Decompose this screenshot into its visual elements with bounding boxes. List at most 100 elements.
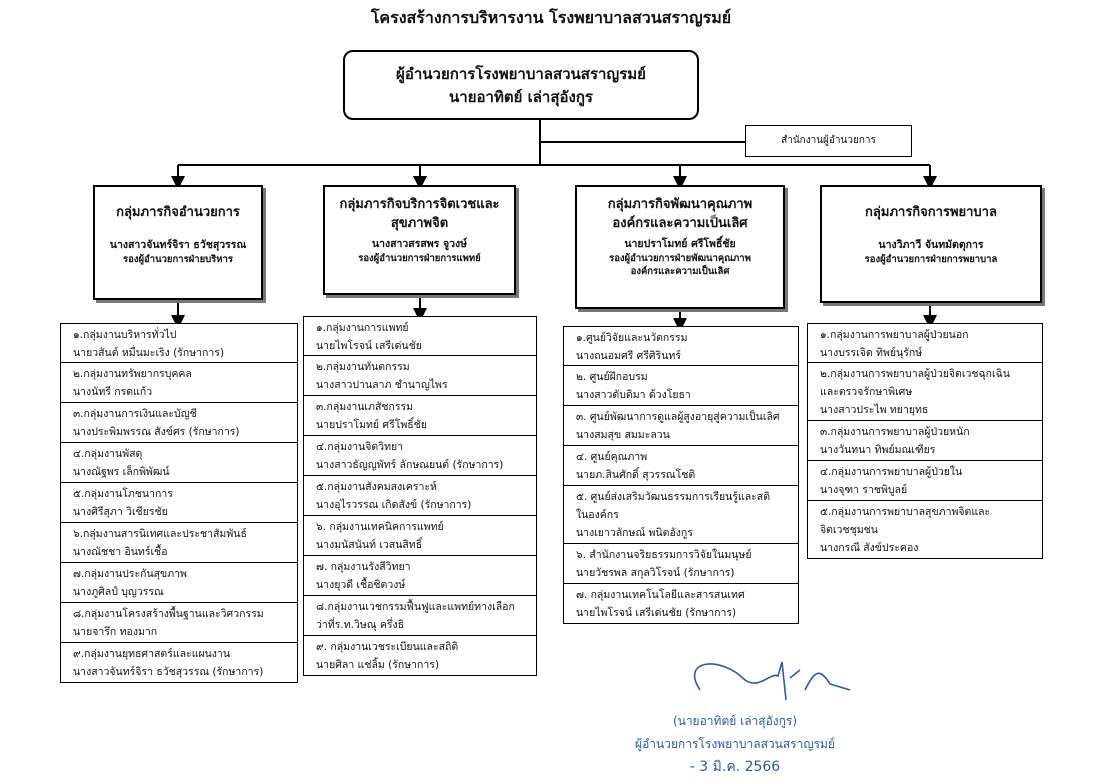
unit-item: ๙. กลุ่มงานเวชระเบียนและสถิตินายศิลา แช่… (303, 636, 537, 676)
unit-item: ๖. สำนักงานจริยธรรมการวิจัยในมนุษย์นายวั… (563, 544, 799, 584)
unit-name: ๘.กลุ่มงานเวชกรรมฟื้นฟูและแพทย์ทางเลือก (316, 601, 515, 613)
unit-name: ๒.กลุ่มงานทรัพยากรบุคคล (73, 368, 192, 380)
group-box: กลุ่มภารกิจอำนวยการนางสาวจันทร์จิรา ธวัช… (93, 185, 263, 300)
unit-head-name: นางถนอมศรี ศรีศิรินทร์ (576, 350, 681, 362)
unit-item: ๓.กลุ่มงานการเงินและบัญชีนางประพิมพรรณ ส… (60, 403, 298, 443)
group-box: กลุ่มภารกิจบริการจิตเวชและสุขภาพจิตนางสา… (323, 185, 516, 295)
unit-name: ๑.ศูนย์วิจัยและนวัตกรรม (576, 332, 688, 344)
office-box: สำนักงานผู้อำนวยการ (745, 125, 912, 157)
unit-head-name: นางสาวธัญญพัทร์ ลักษณยนต์ (รักษาการ) (316, 459, 504, 471)
unit-name: ๕.กลุ่มงานโภชนาการ (73, 488, 173, 500)
unit-name: ในองค์กร (576, 509, 619, 521)
unit-head-name: ว่าที่ร.ท.วิษณุ ครึ่งธิ (316, 619, 405, 631)
unit-item: ๑.กลุ่มงานการแพทย์นายไพโรจน์ เสรีเด่นชัย (303, 316, 537, 356)
unit-head-name: นางณัชชา อินทร์เชื้อ (73, 546, 168, 558)
unit-head-name: นางสมสุข สมมะลวน (576, 429, 670, 441)
unit-head-name: นางบรรเจิด ทิพย์นุรักษ์ (820, 347, 923, 359)
chart-title: โครงสร้างการบริหารงาน โรงพยาบาลสวนสราญรม… (370, 8, 732, 27)
unit-item: ๑.ศูนย์วิจัยและนวัตกรรมนางถนอมศรี ศรีศิร… (563, 326, 799, 366)
group-title: กลุ่มภารกิจพัฒนาคุณภาพ (607, 197, 753, 212)
group-title: กลุ่มภารกิจอำนวยการ (116, 205, 240, 220)
unit-head-name: นางสาวดับติมา ด้วงโยธา (576, 389, 691, 401)
unit-name: ๒. ศูนย์ฝึกอบรม (576, 371, 648, 383)
group-title: กลุ่มภารกิจการพยาบาล (865, 205, 997, 220)
unit-name: ๗. กลุ่มงานเทคโนโลยีและสารสนเทศ (576, 589, 745, 601)
unit-head-name: นางสาวประไพ ทยายุทธ (820, 404, 929, 416)
unit-item: ๘.กลุ่มงานเวชกรรมฟื้นฟูและแพทย์ทางเลือกว… (303, 596, 537, 636)
director-box: ผู้อำนวยการโรงพยาบาลสวนสราญรมย์ นายอาทิต… (343, 50, 699, 120)
unit-item: ๕.กลุ่มงานการพยาบาลสุขภาพจิตและจิตเวชชุม… (807, 501, 1043, 559)
unit-head-name: นางภูศิลป์ บุญวรรณ (73, 586, 164, 598)
unit-name: ๔.กลุ่มงานพัสดุ (73, 448, 143, 460)
unit-head-name: นางกรณี สังข์ประคอง (820, 542, 919, 554)
group-box: กลุ่มภารกิจพัฒนาคุณภาพองค์กรและความเป็นเ… (575, 185, 785, 309)
unit-item: ๑.กลุ่มงานการพยาบาลผู้ป่วยนอกนางบรรเจิด … (807, 323, 1043, 363)
unit-head-name: นางมนัสนันท์ เวสนสิทธิ์ (316, 539, 423, 551)
unit-head-name: นางศิรีสุภา วิเชียรชัย (73, 506, 168, 518)
unit-name: ๓.กลุ่มงานเภสัชกรรม (316, 401, 414, 413)
unit-name: ๙.กลุ่มงานยุทธศาสตร์และแผนงาน (73, 648, 230, 660)
unit-item: ๕.กลุ่มงานโภชนาการนางศิรีสุภา วิเชียรชัย (60, 483, 298, 523)
unit-item: ๕. ศูนย์ส่งเสริมวัฒนธรรมการเรียนรู้และสต… (563, 486, 799, 544)
unit-head-name: นายจารึก ทองมาก (73, 626, 158, 638)
group-head-name: นางสาวสรสพร จูวงษ์ (371, 238, 468, 250)
unit-name: และตรวจรักษาพิเศษ (820, 386, 913, 398)
unit-head-name: นายวัชรพล สกุลวิโรจน์ (รักษาการ) (576, 567, 735, 579)
unit-name: ๕.กลุ่มงานการพยาบาลสุขภาพจิตและ (820, 506, 991, 518)
unit-head-name: นางจุฑา ราชพิบูลย์ (820, 484, 908, 496)
unit-item: ๗. กลุ่มงานเทคโนโลยีและสารสนเทศนายไพโรจน… (563, 584, 799, 624)
group-title: กลุ่มภารกิจบริการจิตเวชและ (339, 197, 500, 212)
unit-name: ๖. สำนักงานจริยธรรมการวิจัยในมนุษย์ (576, 549, 752, 561)
unit-item: ๙.กลุ่มงานยุทธศาสตร์และแผนงานนางสาวจันทร… (60, 643, 298, 683)
unit-name: ๗. กลุ่มงานรังสีวิทยา (316, 561, 411, 573)
unit-head-name: นายศิลา แช่ลิ้ม (รักษาการ) (316, 659, 440, 671)
unit-name: ๘.กลุ่มงานโครงสร้างพื้นฐานและวิศวกรรม (73, 608, 264, 620)
signature-scribble (693, 661, 851, 701)
unit-name: ๗.กลุ่มงานประกันสุขภาพ (73, 568, 187, 580)
unit-item: ๒.กลุ่มงานทันตกรรมนางสาวปานลาภ ชำนาญไพร (303, 356, 537, 396)
unit-head-name: นางประพิมพรรณ สังข์ศร (รักษาการ) (73, 426, 240, 438)
unit-item: ๒.กลุ่มงานการพยาบาลผู้ป่วยจิตเวชฉุกเฉินแ… (807, 363, 1043, 421)
unit-item: ๔.กลุ่มงานจิตวิทยานางสาวธัญญพัทร์ ลักษณย… (303, 436, 537, 476)
unit-head-name: นายภ.สินศักดิ์ สุวรรณโชติ (576, 469, 696, 481)
unit-item: ๖. กลุ่มงานเทคนิคการแพทย์นางมนัสนันท์ เว… (303, 516, 537, 556)
unit-name: ๑.กลุ่มงานการแพทย์ (316, 322, 409, 334)
unit-head-name: นางสาวจันทร์จิรา ธวัชสุวรรณ (รักษาการ) (73, 666, 264, 678)
unit-head-name: นายไพโรจน์ เสรีเด่นชัย (รักษาการ) (576, 607, 737, 619)
group-head-name: นางวิภาวี จันทมัตตุการ (878, 239, 984, 251)
unit-item: ๒.กลุ่มงานทรัพยากรบุคคลนางนัทรี กรดแก้ว (60, 363, 298, 403)
unit-item: ๗.กลุ่มงานประกันสุขภาพนางภูศิลป์ บุญวรรณ (60, 563, 298, 603)
unit-name: ๒.กลุ่มงานทันตกรรม (316, 361, 410, 373)
unit-head-name: นายปราโมทย์ ศรีโพธิ์ชัย (316, 419, 427, 431)
group-head-name: นายปราโมทย์ ศรีโพธิ์ชัย (624, 238, 736, 250)
unit-name: จิตเวชชุมชน (820, 524, 878, 536)
unit-head-name: นางนัทรี กรดแก้ว (73, 386, 153, 398)
unit-item: ๓. ศูนย์พัฒนาการดูแลผู้สูงอายุสู่ความเป็… (563, 406, 799, 446)
signature-position: ผู้อำนวยการโรงพยาบาลสวนสราญรมย์ (635, 737, 835, 751)
group-head-role: รองผู้อำนวยการฝ่ายการแพทย์ (358, 253, 481, 264)
director-title: ผู้อำนวยการโรงพยาบาลสวนสราญรมย์ (396, 65, 646, 83)
unit-item: ๖.กลุ่มงานสารนิเทศและประชาสัมพันธ์นางณัช… (60, 523, 298, 563)
unit-head-name: นางเยาวลักษณ์ พนิตอังกูร (576, 527, 693, 539)
unit-name: ๕.กลุ่มงานสังคมสงเคราะห์ (316, 481, 437, 493)
unit-name: ๑.กลุ่มงานการพยาบาลผู้ป่วยนอก (820, 329, 969, 341)
group-head-role: รองผู้อำนวยการฝ่ายบริหาร (123, 254, 233, 265)
unit-head-name: นางยุวดี เชื้อชิตวงษ์ (316, 579, 406, 591)
unit-item: ๒. ศูนย์ฝึกอบรมนางสาวดับติมา ด้วงโยธา (563, 366, 799, 406)
unit-item: ๔.กลุ่มงานพัสดุนางณัฐพร เล็กพิพัฒน์ (60, 443, 298, 483)
director-name: นายอาทิตย์ เล่าสุอังกูร (449, 88, 593, 106)
unit-name: ๓. ศูนย์พัฒนาการดูแลผู้สูงอายุสู่ความเป็… (576, 411, 780, 423)
unit-name: ๙. กลุ่มงานเวชระเบียนและสถิติ (316, 641, 459, 653)
unit-head-name: นายไพโรจน์ เสรีเด่นชัย (316, 340, 422, 352)
unit-head-name: นางวันทนา ทิพย์มณเฑียร (820, 444, 936, 456)
unit-head-name: นางอุไรวรรณ เกิดสังข์ (รักษาการ) (316, 499, 472, 511)
group-title: องค์กรและความเป็นเลิศ (612, 216, 748, 231)
unit-name: ๒.กลุ่มงานการพยาบาลผู้ป่วยจิตเวชฉุกเฉิน (820, 368, 1010, 380)
unit-name: ๔. ศูนย์คุณภาพ (576, 451, 648, 463)
unit-name: ๔.กลุ่มงานจิตวิทยา (316, 441, 404, 453)
unit-head-name: นางสาวปานลาภ ชำนาญไพร (316, 379, 448, 391)
unit-name: ๔.กลุ่มงานการพยาบาลผู้ป่วยใน (820, 466, 963, 478)
group-head-role: รองผู้อำนวยการฝ่ายพัฒนาคุณภาพ (609, 253, 751, 264)
group-title: สุขภาพจิต (390, 216, 449, 231)
